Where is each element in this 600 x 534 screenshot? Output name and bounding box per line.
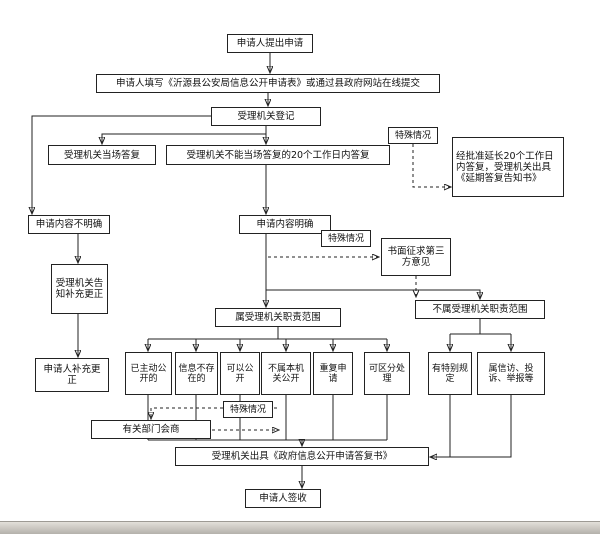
node-applicant-submits: 申请人提出申请 [227, 34, 313, 53]
node-outside-scope: 不属受理机关职责范围 [415, 300, 545, 319]
node-applicant-signs: 申请人签收 [245, 489, 321, 508]
node-petition-complaint: 属信访、投诉、举报等 [477, 352, 545, 395]
node-fill-application-form: 申请人填写《沂源县公安局信息公开申请表》或通过县政府网站在线提交 [96, 74, 440, 93]
node-reply-within-20-days: 受理机关不能当场答复的20个工作日内答复 [166, 145, 390, 165]
node-department-consultation: 有关部门会商 [91, 420, 211, 439]
node-issue-reply-document: 受理机关出具《政府信息公开申请答复书》 [175, 447, 429, 466]
node-info-not-exist: 信息不存在的 [175, 352, 218, 395]
node-applicant-supplements: 申请人补充更正 [35, 358, 109, 392]
node-special-provisions: 有特别规定 [428, 352, 472, 395]
node-already-public: 已主动公开的 [125, 352, 172, 395]
node-extension-notice: 经批准延长20个工作日内答复，受理机关出具《延期答复告知书》 [452, 137, 564, 197]
node-separable-handling: 可区分处理 [364, 352, 410, 395]
node-onsite-reply: 受理机关当场答复 [48, 145, 156, 165]
node-content-unclear: 申请内容不明确 [28, 215, 110, 234]
node-within-scope: 属受理机关职责范围 [215, 308, 341, 327]
node-special-case-3: 特殊情况 [223, 401, 273, 418]
node-can-disclose: 可以公开 [220, 352, 260, 395]
node-repeated-request: 重复申请 [313, 352, 353, 395]
node-third-party-opinion: 书面征求第三方意见 [381, 238, 451, 276]
node-notify-supplement-correct: 受理机关告知补充更正 [51, 264, 108, 314]
node-special-case-2: 特殊情况 [321, 230, 371, 247]
horizontal-scrollbar[interactable] [0, 521, 600, 534]
node-content-clear: 申请内容明确 [239, 215, 331, 234]
node-agency-registers: 受理机关登记 [211, 107, 321, 126]
node-not-this-agency: 不属本机关公开 [261, 352, 311, 395]
node-special-case-1: 特殊情况 [388, 127, 438, 144]
